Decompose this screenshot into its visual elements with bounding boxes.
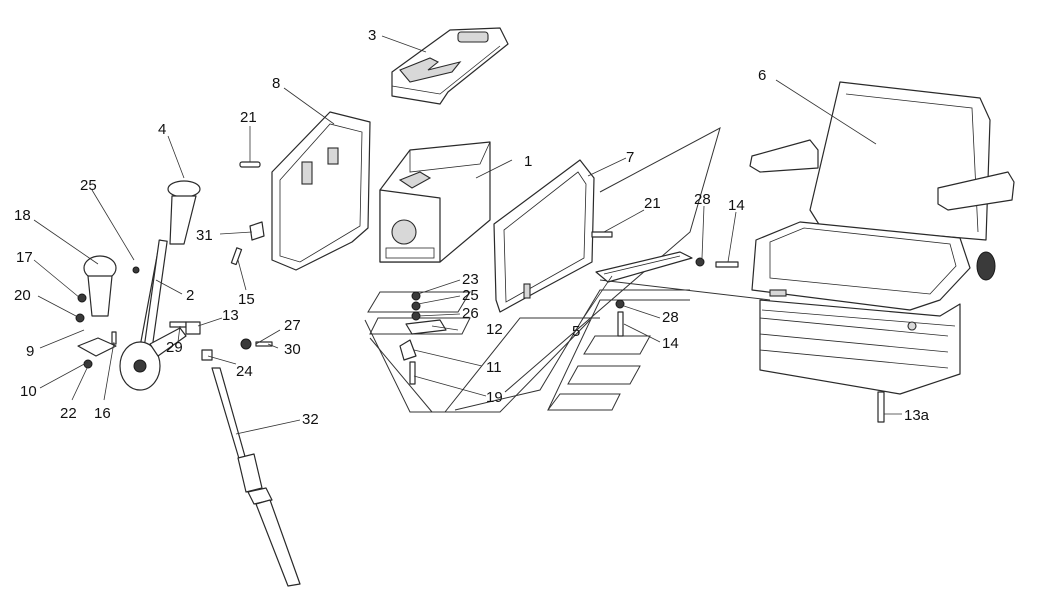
- callout-13: 13: [222, 307, 239, 324]
- callout-10: 10: [20, 383, 37, 400]
- floor-bracket: [595, 251, 693, 283]
- callout-19: 19: [486, 389, 503, 406]
- small-hardware: [75, 161, 739, 385]
- callout-9: 9: [26, 343, 34, 360]
- callout-28b: 28: [662, 309, 679, 326]
- callout-14b: 14: [662, 335, 679, 352]
- callout-29: 29: [166, 339, 183, 356]
- callout-25: 25: [80, 177, 97, 194]
- callout-17: 17: [16, 249, 33, 266]
- right-side-panel: [493, 159, 595, 313]
- callout-15: 15: [238, 291, 255, 308]
- callout-11: 11: [486, 359, 502, 376]
- callout-labels: 3 8 4 21 1 7 6 25 18 17 20 9 10 22 16 2 …: [14, 27, 930, 428]
- callout-32: 32: [302, 411, 319, 428]
- callout-12: 12: [486, 321, 503, 338]
- callout-1: 1: [524, 153, 532, 170]
- callout-18: 18: [14, 207, 31, 224]
- callout-21: 21: [240, 109, 257, 126]
- callout-23: 23: [462, 271, 479, 288]
- console-frame: [379, 141, 491, 263]
- operator-seat: [749, 81, 1015, 395]
- callout-27: 27: [284, 317, 301, 334]
- callout-3: 3: [368, 27, 376, 44]
- callout-14: 14: [728, 197, 745, 214]
- callout-25b: 25: [462, 287, 479, 304]
- ghost-outlines: [364, 127, 771, 413]
- callout-20: 20: [14, 287, 31, 304]
- control-cable: [211, 367, 301, 587]
- callout-2: 2: [186, 287, 194, 304]
- console-top-cover: [391, 27, 509, 105]
- callout-4: 4: [158, 121, 166, 138]
- callout-28: 28: [694, 191, 711, 208]
- callout-8: 8: [272, 75, 280, 92]
- callout-31: 31: [196, 227, 213, 244]
- callout-16: 16: [94, 405, 111, 422]
- callout-21b: 21: [644, 195, 661, 212]
- callout-24: 24: [236, 363, 253, 380]
- callout-5: 5: [572, 323, 580, 340]
- seat-bolt: [877, 391, 885, 423]
- shift-mechanism: [119, 239, 187, 391]
- callout-30: 30: [284, 341, 301, 358]
- callout-6: 6: [758, 67, 766, 84]
- leader-lines: [33, 35, 902, 435]
- callout-7: 7: [626, 149, 634, 166]
- callout-22: 22: [60, 405, 77, 422]
- callout-26: 26: [462, 305, 479, 322]
- joystick-handle: [77, 255, 117, 357]
- callout-13a: 13a: [904, 407, 930, 424]
- left-side-panel: [271, 111, 371, 271]
